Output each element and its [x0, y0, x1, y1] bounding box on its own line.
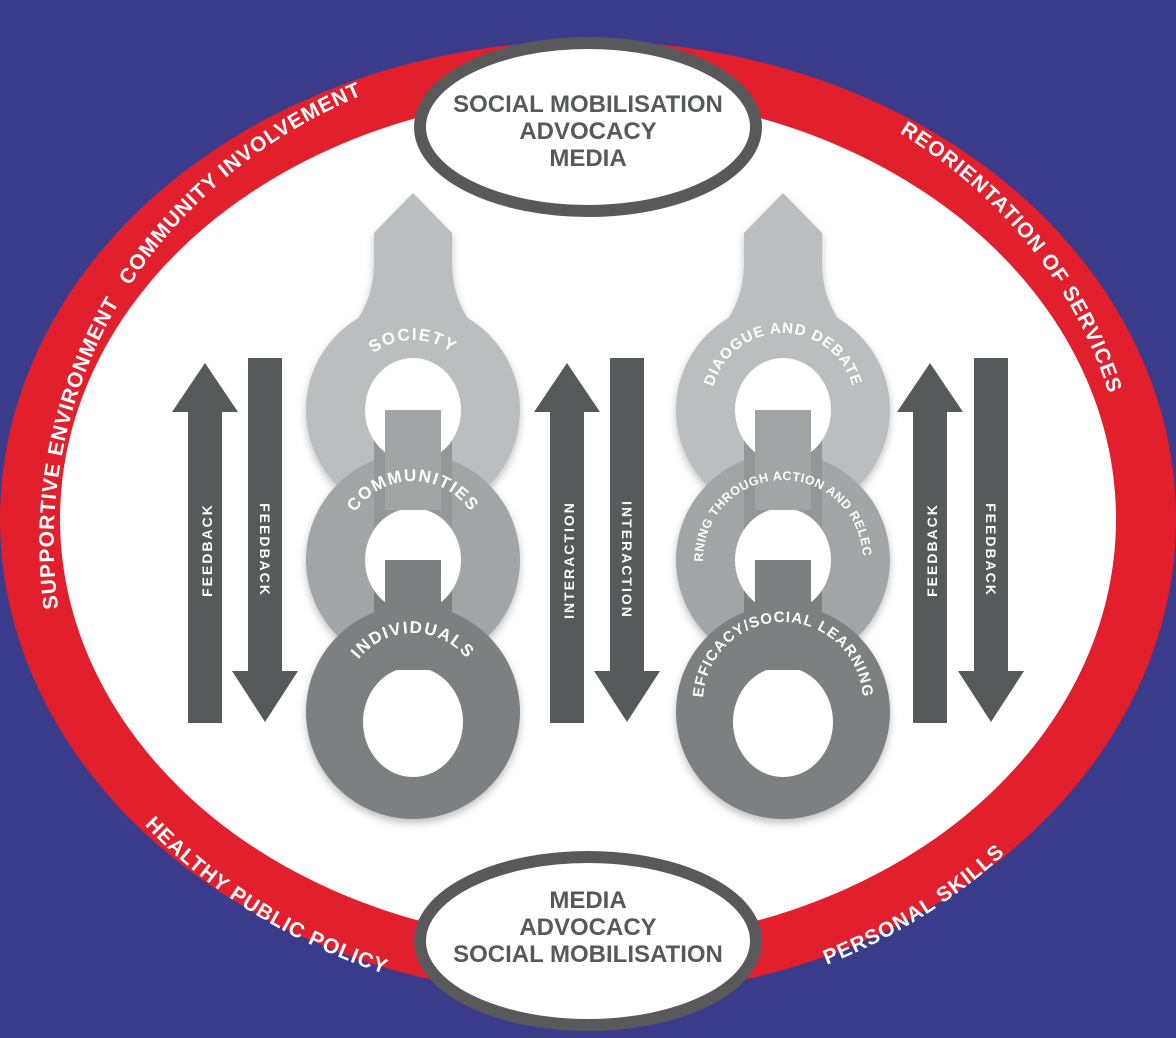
right-hole-learning-overlap [755, 560, 811, 670]
arrow-left-down: FEEDBACK [232, 358, 298, 722]
arrow-middle-down-label: INTERACTION [619, 501, 635, 619]
left-chain-top-arrow [326, 193, 500, 350]
bottom-pill: MEDIA ADVOCACY SOCIAL MOBILISATION [414, 851, 762, 1031]
right-chain-top-arrow [696, 193, 870, 350]
arrow-right-down: FEEDBACK [958, 358, 1024, 722]
left-hole-society-overlap [385, 410, 441, 510]
arrow-middle-up-label: INTERACTION [561, 501, 577, 619]
arrow-middle-down: INTERACTION [594, 358, 660, 722]
bottom-pill-line-2: ADVOCACY [519, 914, 656, 941]
right-hole-efficacy [733, 667, 833, 777]
arrow-left-up: FEEDBACK [172, 363, 238, 723]
arrow-left-down-label: FEEDBACK [257, 503, 273, 597]
top-pill-line-1: SOCIAL MOBILISATION [453, 91, 723, 118]
left-hole-communities-overlap [385, 560, 441, 670]
left-chain [306, 193, 520, 819]
right-hole-dialogue-overlap [755, 410, 811, 510]
right-chain [676, 193, 890, 819]
bottom-pill-line-1: MEDIA [549, 887, 626, 914]
bottom-pill-line-3: SOCIAL MOBILISATION [453, 941, 723, 968]
arrow-right-up: FEEDBACK [897, 363, 963, 723]
top-pill-line-3: MEDIA [549, 145, 626, 172]
arrow-right-down-label: FEEDBACK [983, 503, 999, 597]
arrow-right-up-label: FEEDBACK [924, 503, 940, 597]
arrow-left-up-label: FEEDBACK [199, 503, 215, 597]
left-hole-individuals [363, 667, 463, 777]
top-pill-line-2: ADVOCACY [519, 118, 656, 145]
top-pill: SOCIAL MOBILISATION ADVOCACY MEDIA [414, 37, 762, 217]
arrow-middle-up: INTERACTION [534, 363, 600, 723]
